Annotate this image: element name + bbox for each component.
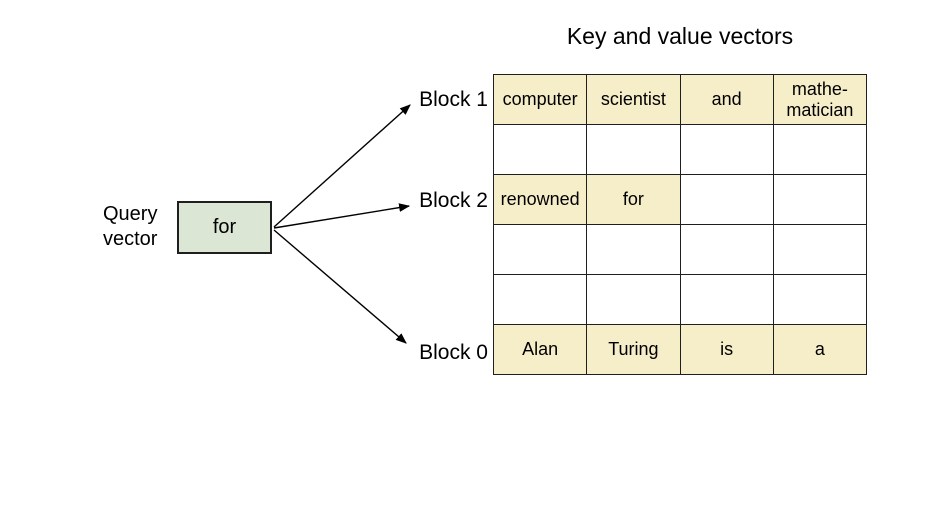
kv-cell [492, 124, 588, 175]
kv-cell [586, 274, 681, 325]
table-title: Key and value vectors [566, 23, 794, 49]
table-row-block-2: renowned for [492, 174, 868, 225]
table-row-empty [492, 274, 868, 325]
table-row-block-0: Alan Turing is a [492, 324, 868, 375]
query-vector-box: for [177, 201, 272, 254]
kv-cell [772, 124, 868, 175]
kv-cell: renowned [492, 174, 588, 225]
query-token: for [212, 216, 237, 238]
query-vector-label: Query vector [103, 203, 158, 250]
kv-cell: computer [492, 74, 588, 125]
kv-cell [679, 174, 774, 225]
kv-cell [679, 124, 774, 175]
kv-cell [679, 224, 774, 275]
kv-cell: and [679, 74, 774, 125]
block-1-label: Block 1 [419, 87, 488, 111]
kv-cell [772, 224, 868, 275]
kv-cell [679, 274, 774, 325]
kv-cell [772, 174, 868, 225]
kv-cell [492, 274, 588, 325]
kv-cell: Turing [586, 324, 681, 375]
kv-cell: a [772, 324, 868, 375]
kv-cell: mathe- matician [772, 74, 868, 125]
kv-cell: scientist [586, 74, 681, 125]
kv-cell [492, 224, 588, 275]
block-2-label: Block 2 [419, 188, 488, 212]
block-0-label: Block 0 [419, 340, 488, 364]
kv-cell [586, 224, 681, 275]
kv-cache-table: computer scientist and mathe- matician r… [492, 74, 868, 375]
kv-cell [772, 274, 868, 325]
kv-cell: is [679, 324, 774, 375]
table-row-block-1: computer scientist and mathe- matician [492, 74, 868, 125]
kv-cell: for [586, 174, 681, 225]
kv-cell [586, 124, 681, 175]
table-row-empty [492, 124, 868, 175]
table-row-empty [492, 224, 868, 275]
kv-cell: Alan [492, 324, 588, 375]
